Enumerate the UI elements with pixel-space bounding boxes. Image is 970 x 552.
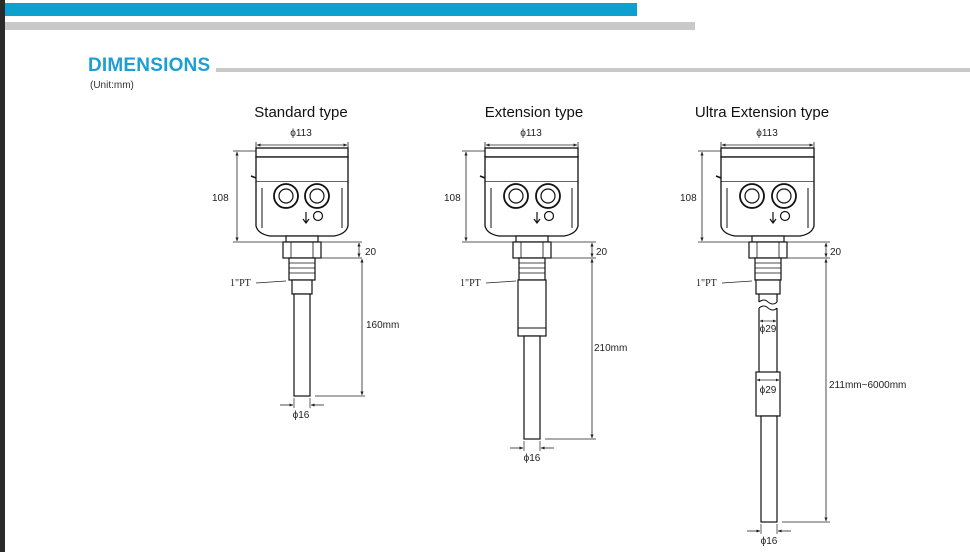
- standard-type-title: Standard type: [254, 104, 347, 121]
- extension-thread: [518, 257, 546, 281]
- extension-probe-length: 210mm: [594, 343, 627, 354]
- ultra-extension-tube: ϕ29 ϕ29: [755, 279, 781, 417]
- extension-probe-diameter: ϕ16: [524, 453, 541, 464]
- standard-thread-label: 1"PT: [230, 278, 251, 289]
- extension-sleeve: [517, 279, 547, 337]
- ultra-thread-label: 1"PT: [696, 278, 717, 289]
- ultra-head-diameter: ϕ113: [756, 128, 778, 139]
- standard-thread: [288, 257, 316, 281]
- unit-note: (Unit:mm): [90, 80, 134, 91]
- standard-probe-length: 160mm: [366, 320, 399, 331]
- ultra-extension-type-drawing: Ultra Extension type ϕ113 108: [680, 104, 906, 547]
- ultra-neck-length: 20: [830, 247, 842, 258]
- standard-head: [250, 147, 349, 237]
- header-accent-bar: [5, 3, 637, 16]
- extension-type-title: Extension type: [485, 104, 583, 121]
- header-gray-bar: [5, 22, 695, 30]
- ultra-probe-rod: [760, 415, 778, 523]
- extension-probe-rod: [523, 335, 541, 440]
- extension-head: [479, 147, 579, 237]
- standard-head-height: 108: [212, 193, 229, 204]
- extension-thread-label: 1"PT: [460, 278, 481, 289]
- standard-probe-diameter: ϕ16: [293, 410, 310, 421]
- window-left-edge: [0, 0, 5, 552]
- section-title: DIMENSIONS: [88, 55, 211, 76]
- standard-type-drawing: Standard type ϕ113 108: [212, 104, 399, 421]
- standard-head-diameter: ϕ113: [290, 128, 312, 139]
- ultra-extension-diameter-2: ϕ29: [760, 385, 777, 396]
- ultra-probe-length: 211mm~6000mm: [829, 380, 906, 391]
- extension-neck-length: 20: [596, 247, 608, 258]
- ultra-thread: [754, 257, 782, 281]
- standard-probe-rod: [293, 293, 311, 397]
- ultra-extension-type-title: Ultra Extension type: [695, 104, 829, 121]
- standard-neck-length: 20: [365, 247, 377, 258]
- extension-head-height: 108: [444, 193, 461, 204]
- extension-head-diameter: ϕ113: [520, 128, 542, 139]
- extension-type-drawing: Extension type ϕ113 108 20: [444, 104, 627, 464]
- section-title-rule: [216, 68, 970, 72]
- ultra-head-height: 108: [680, 193, 697, 204]
- ultra-extension-diameter-1: ϕ29: [760, 324, 777, 335]
- ultra-head: [715, 147, 815, 237]
- ultra-probe-diameter: ϕ16: [761, 536, 778, 547]
